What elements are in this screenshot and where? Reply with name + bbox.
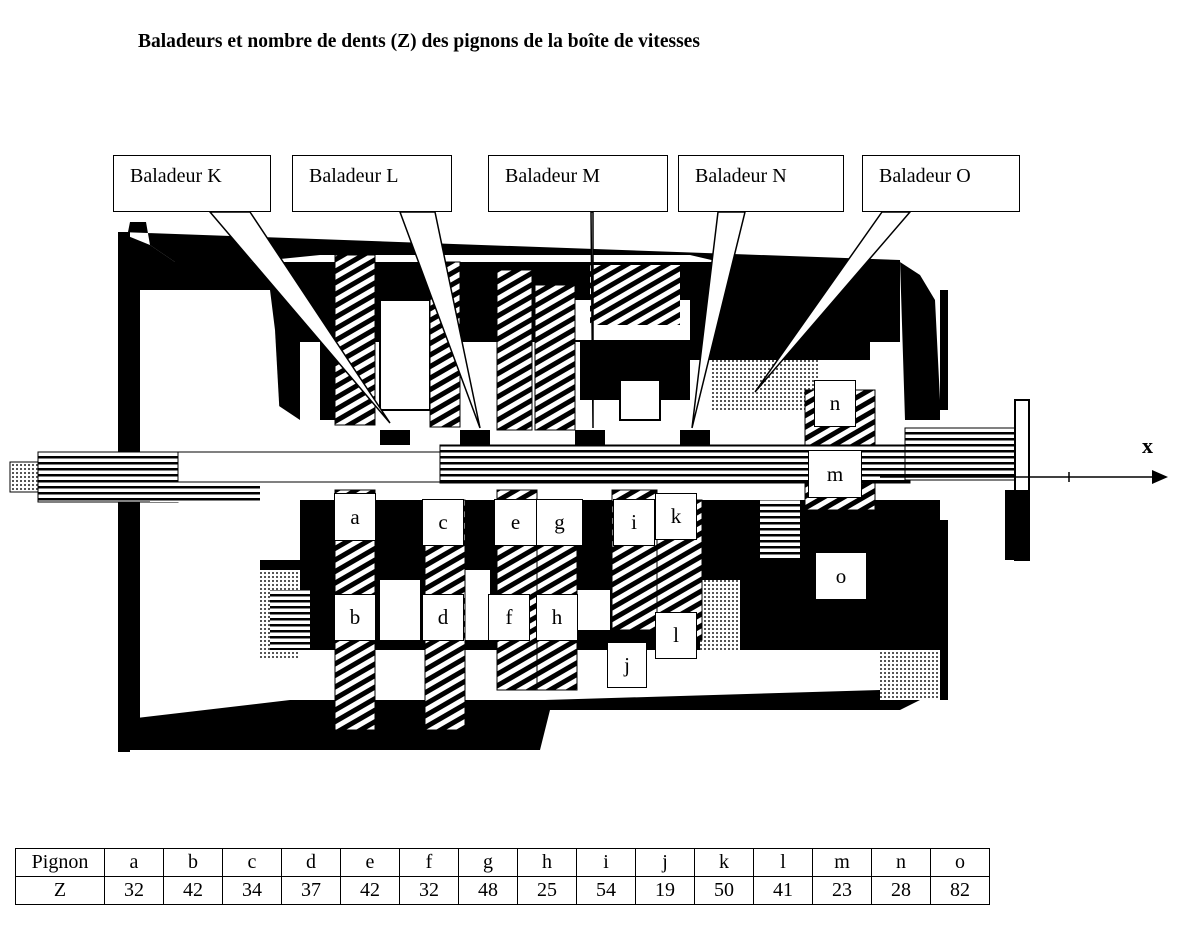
- z-cell: 19: [635, 876, 695, 905]
- pignon-cell: n: [871, 848, 931, 877]
- gear-label-a: a: [334, 493, 376, 541]
- pignon-cell: l: [753, 848, 813, 877]
- pointer-o: [754, 211, 912, 393]
- pignon-cell: m: [812, 848, 872, 877]
- gear-label-d: d: [422, 594, 464, 641]
- gear-label-l: l: [655, 612, 697, 659]
- z-cell: 25: [517, 876, 577, 905]
- pignon-cell: k: [694, 848, 754, 877]
- z-cell: 41: [753, 876, 813, 905]
- callout-label: Baladeur K: [130, 165, 222, 187]
- gear-label-j: j: [607, 642, 647, 688]
- callout-label: Baladeur L: [309, 165, 399, 187]
- gear-label-i: i: [613, 499, 655, 546]
- teeth-count-table: Pignon a b c d e f g h i j k l m n o Z 3…: [15, 848, 990, 905]
- z-cell: 50: [694, 876, 754, 905]
- pignon-cell: g: [458, 848, 518, 877]
- pignon-cell: j: [635, 848, 695, 877]
- z-cell: 34: [222, 876, 282, 905]
- table-row-z: Z 32 42 34 37 42 32 48 25 54 19 50 41 23…: [15, 876, 990, 905]
- pignon-cell: h: [517, 848, 577, 877]
- main-shaft: [9, 399, 1030, 561]
- row-header-pignon: Pignon: [15, 848, 105, 877]
- pignon-cell: o: [930, 848, 990, 877]
- gear-label-h: h: [536, 594, 578, 641]
- gear-label-f: f: [488, 594, 530, 641]
- z-cell: 28: [871, 876, 931, 905]
- x-axis-label: x: [1142, 433, 1153, 458]
- gear-label-o: o: [815, 552, 867, 600]
- x-axis: [880, 470, 1168, 484]
- z-cell: 42: [163, 876, 223, 905]
- pointer-k: [208, 211, 391, 424]
- gear-label-g: g: [536, 499, 583, 546]
- callout-label: Baladeur N: [695, 165, 787, 187]
- pointer-n: [691, 211, 746, 429]
- callout-baladeur-m: Baladeur M: [488, 155, 668, 212]
- z-cell: 54: [576, 876, 636, 905]
- pointer-l: [398, 211, 481, 429]
- z-cell: 82: [930, 876, 990, 905]
- gear-label-b: b: [334, 594, 376, 641]
- z-cell: 32: [104, 876, 164, 905]
- pignon-cell: f: [399, 848, 459, 877]
- callout-baladeur-l: Baladeur L: [292, 155, 452, 212]
- z-cell: 48: [458, 876, 518, 905]
- gear-label-m: m: [808, 450, 862, 498]
- callout-pointers: [208, 211, 912, 429]
- pignon-cell: e: [340, 848, 400, 877]
- gear-label-e: e: [494, 499, 537, 546]
- pointer-m: [590, 211, 594, 429]
- pignon-cell: c: [222, 848, 282, 877]
- callout-label: Baladeur O: [879, 165, 971, 187]
- callout-baladeur-k: Baladeur K: [113, 155, 271, 212]
- callout-label: Baladeur M: [505, 165, 600, 187]
- callout-baladeur-n: Baladeur N: [678, 155, 844, 212]
- x-axis-arrow-icon: [1152, 470, 1168, 484]
- pignon-cell: d: [281, 848, 341, 877]
- z-cell: 32: [399, 876, 459, 905]
- gear-label-c: c: [422, 499, 464, 546]
- pignon-cell: b: [163, 848, 223, 877]
- callout-baladeur-o: Baladeur O: [862, 155, 1020, 212]
- pignon-cell: i: [576, 848, 636, 877]
- page-title: Baladeurs et nombre de dents (Z) des pig…: [138, 31, 700, 52]
- z-cell: 37: [281, 876, 341, 905]
- z-cell: 42: [340, 876, 400, 905]
- gear-label-k: k: [655, 493, 697, 540]
- pignon-cell: a: [104, 848, 164, 877]
- z-cell: 23: [812, 876, 872, 905]
- gear-label-n: n: [814, 380, 856, 427]
- table-row-pignon: Pignon a b c d e f g h i j k l m n o: [15, 848, 990, 877]
- row-header-z: Z: [15, 876, 105, 905]
